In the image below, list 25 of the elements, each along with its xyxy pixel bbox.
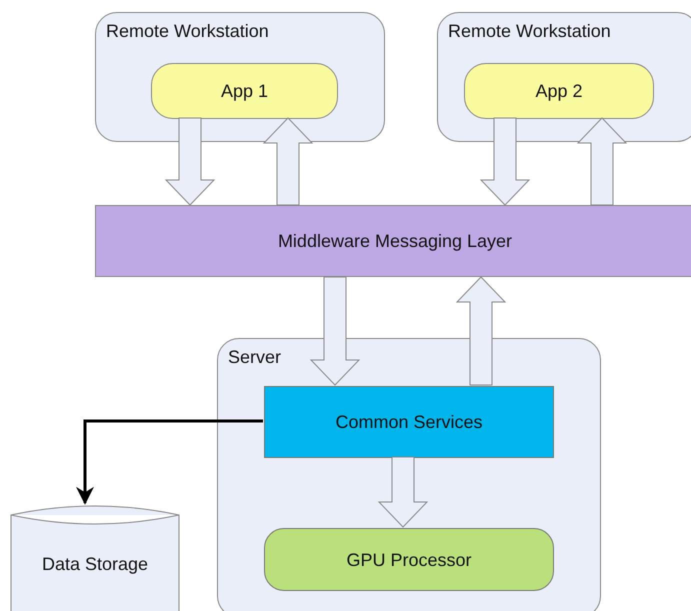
node-label: Middleware Messaging Layer <box>276 231 514 252</box>
node-label: Common Services <box>334 412 484 433</box>
panel-heading: Remote Workstation <box>448 21 611 42</box>
server-panel <box>217 338 601 611</box>
layer-band <box>95 205 691 277</box>
app-box <box>151 63 338 119</box>
block-arrow <box>262 117 314 206</box>
node-label: Data Storage <box>40 554 150 575</box>
workstation-panel <box>95 12 385 142</box>
block-arrow <box>310 276 360 386</box>
block-arrow <box>164 118 216 206</box>
app-box <box>464 63 654 119</box>
node-label: App 2 <box>534 81 584 102</box>
node-label: App 1 <box>220 81 270 102</box>
block-arrow <box>378 456 428 528</box>
block-arrow <box>576 117 628 206</box>
workstation-panel <box>437 12 691 142</box>
services-box <box>264 386 554 458</box>
block-arrow <box>480 118 530 206</box>
block-arrow <box>456 276 506 386</box>
panel-heading: Server <box>228 347 282 368</box>
node-label: GPU Processor <box>345 550 473 570</box>
processor-box <box>264 528 554 591</box>
panel-heading: Remote Workstation <box>106 21 269 42</box>
arrow <box>76 420 263 505</box>
